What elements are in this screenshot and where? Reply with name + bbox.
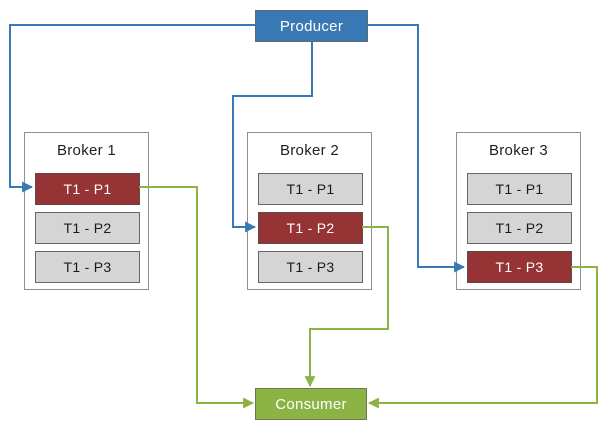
broker-3-partition-t1-p3-leader: T1 - P3 (467, 251, 572, 283)
broker-3-title: Broker 3 (488, 142, 549, 159)
broker-1-title: Broker 1 (56, 142, 117, 159)
consume-arrow-broker1-p1 (139, 186, 255, 409)
broker-1-box: Broker 1 T1 - P1 T1 - P2 T1 - P3 (24, 132, 149, 290)
broker-2-box: Broker 2 T1 - P1 T1 - P2 T1 - P3 (247, 132, 372, 290)
producer-label: Producer (279, 17, 344, 35)
broker-1-partition-t1-p2: T1 - P2 (35, 212, 140, 244)
broker-1-partition-t1-p1-leader: T1 - P1 (35, 173, 140, 205)
broker-3-partition-t1-p2: T1 - P2 (467, 212, 572, 244)
consumer-node: Consumer (255, 388, 367, 420)
broker-3-partition-t1-p1: T1 - P1 (467, 173, 572, 205)
producer-node: Producer (255, 10, 368, 42)
broker-2-title: Broker 2 (279, 142, 340, 159)
broker-1-partition-t1-p3: T1 - P3 (35, 251, 140, 283)
produce-arrow-broker3-p3 (368, 24, 466, 273)
broker-2-partition-t1-p1: T1 - P1 (258, 173, 363, 205)
broker-3-box: Broker 3 T1 - P1 T1 - P2 T1 - P3 (456, 132, 581, 290)
broker-2-partition-t1-p3: T1 - P3 (258, 251, 363, 283)
broker-2-partition-t1-p2-leader: T1 - P2 (258, 212, 363, 244)
consumer-label: Consumer (275, 395, 347, 413)
